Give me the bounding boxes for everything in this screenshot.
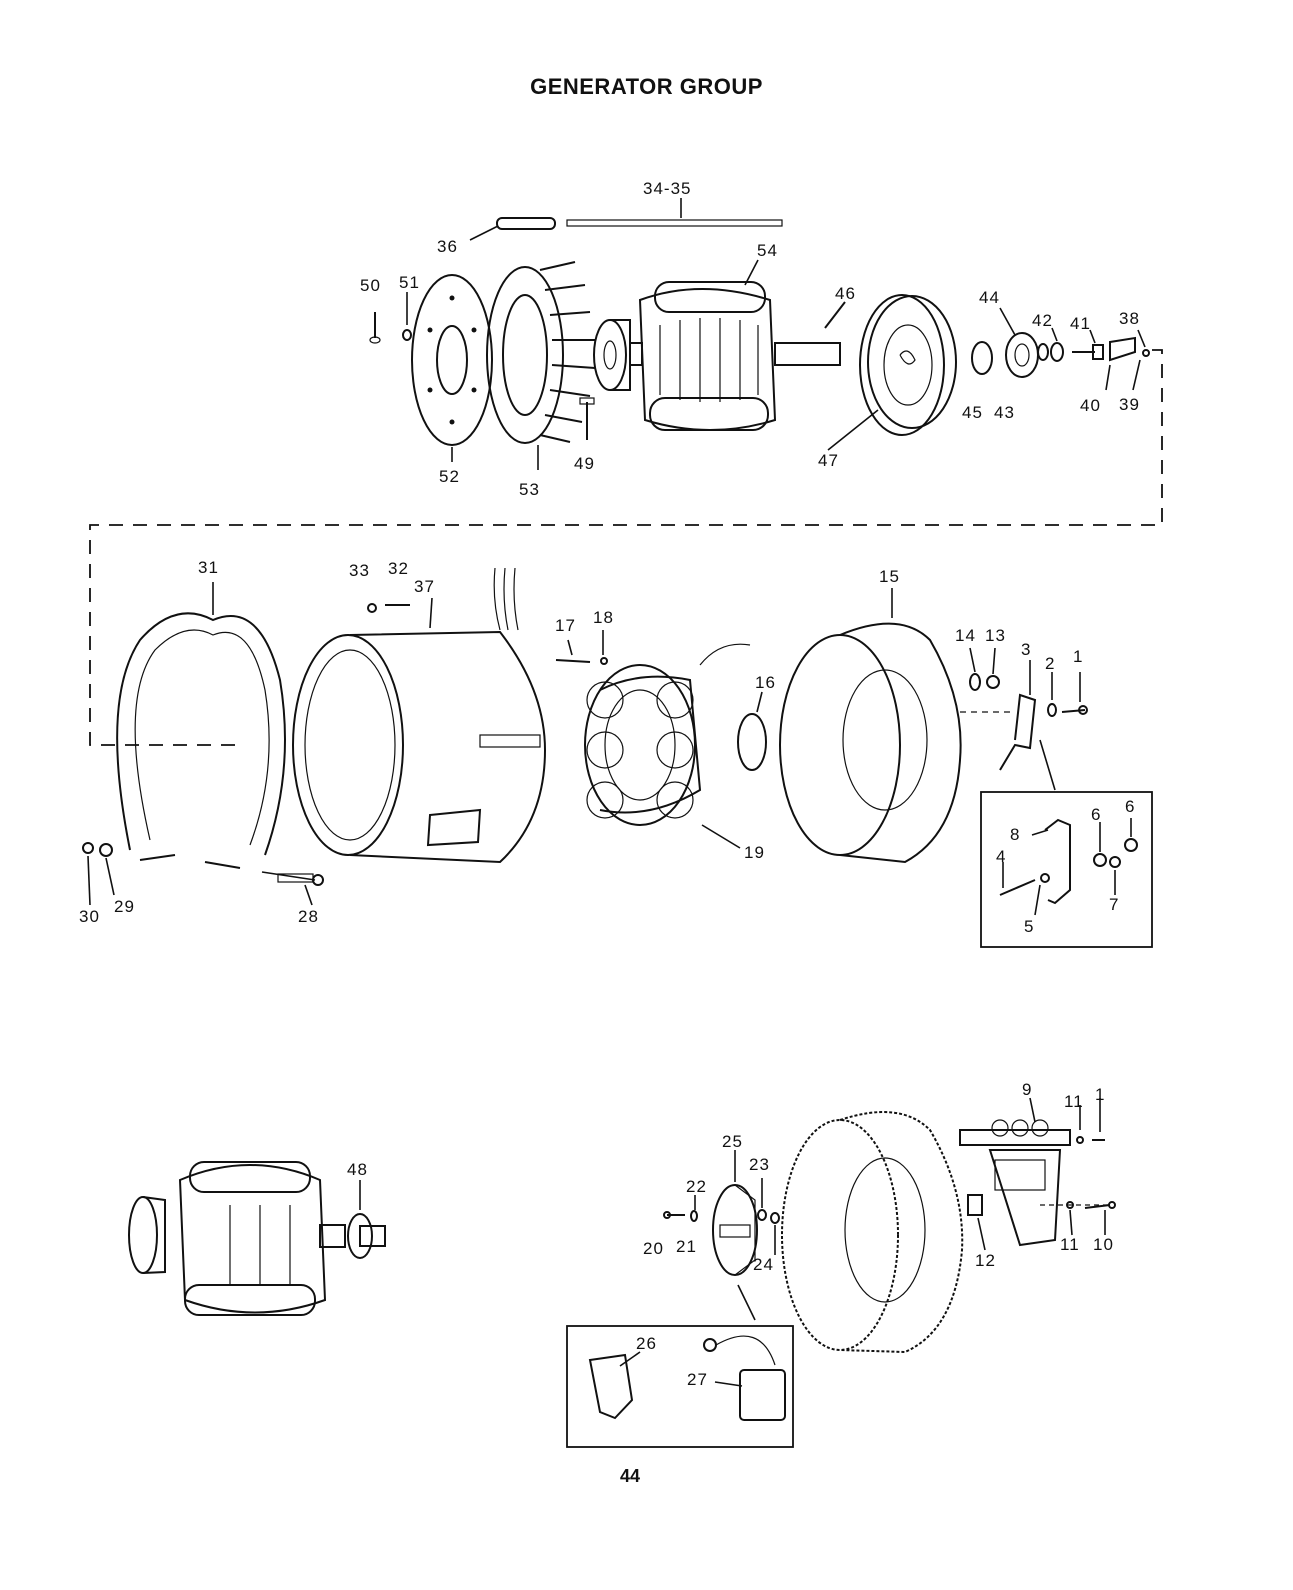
- label-51: 51: [399, 273, 420, 292]
- label-18: 18: [593, 608, 614, 627]
- label-38: 38: [1119, 309, 1140, 328]
- exciter-rotor-part: [828, 295, 956, 450]
- screw-17-18-part: [556, 630, 607, 664]
- label-6b: 6: [1125, 797, 1135, 816]
- nut-washer-part: [83, 843, 114, 905]
- label-45: 45: [962, 403, 983, 422]
- label-8: 8: [1010, 825, 1020, 844]
- screw-49-part: [580, 398, 594, 440]
- label-25: 25: [722, 1132, 743, 1151]
- tie-rod-part: [470, 198, 782, 240]
- key-part: [825, 302, 845, 328]
- label-39: 39: [1119, 395, 1140, 414]
- label-41: 41: [1070, 314, 1091, 333]
- fan-part: [487, 262, 595, 470]
- label-15: 15: [879, 567, 900, 586]
- label-54: 54: [757, 241, 778, 260]
- label-46: 46: [835, 284, 856, 303]
- label-20: 20: [643, 1239, 664, 1258]
- bolt-bracket-part: [1072, 330, 1149, 390]
- label-34-35: 34-35: [643, 179, 691, 198]
- rectifier-board-part: [960, 1098, 1105, 1245]
- label-22: 22: [686, 1177, 707, 1196]
- label-49: 49: [574, 454, 595, 473]
- label-32: 32: [388, 559, 409, 578]
- brush-detail-box: [567, 1326, 793, 1447]
- brush-holder-part: [713, 1150, 757, 1320]
- label-44: 44: [979, 288, 1000, 307]
- label-37: 37: [414, 577, 435, 596]
- label-40: 40: [1080, 396, 1101, 415]
- label-1b: 1: [1095, 1085, 1105, 1104]
- label-31: 31: [198, 558, 219, 577]
- label-1a: 1: [1073, 647, 1083, 666]
- end-bell-bottom-part: [782, 1112, 962, 1352]
- label-23: 23: [749, 1155, 770, 1174]
- label-13: 13: [985, 626, 1006, 645]
- label-29: 29: [114, 897, 135, 916]
- label-11a: 11: [1064, 1092, 1084, 1111]
- hub-part: [594, 320, 630, 390]
- label-27: 27: [687, 1370, 708, 1389]
- screw-28-part: [262, 872, 323, 905]
- label-17: 17: [555, 616, 576, 635]
- label-5: 5: [1024, 917, 1034, 936]
- label-43: 43: [994, 403, 1015, 422]
- label-6a: 6: [1091, 805, 1101, 824]
- exciter-stator-part: [585, 644, 750, 848]
- label-52: 52: [439, 467, 460, 486]
- label-9: 9: [1022, 1080, 1032, 1099]
- label-14: 14: [955, 626, 976, 645]
- label-42: 42: [1032, 311, 1053, 330]
- label-16: 16: [755, 673, 776, 692]
- label-47: 47: [818, 451, 839, 470]
- screw-50-51-part: [370, 292, 411, 343]
- label-36: 36: [437, 237, 458, 256]
- label-3: 3: [1021, 640, 1031, 659]
- stator-housing-part: [293, 568, 545, 862]
- label-48: 48: [347, 1160, 368, 1179]
- label-19: 19: [744, 843, 765, 862]
- label-24: 24: [753, 1255, 774, 1274]
- label-10: 10: [1093, 1235, 1114, 1254]
- label-33: 33: [349, 561, 370, 580]
- label-7: 7: [1109, 895, 1119, 914]
- label-26: 26: [636, 1334, 657, 1353]
- o-ring-part: [738, 692, 766, 770]
- label-53: 53: [519, 480, 540, 499]
- label-12: 12: [975, 1251, 996, 1270]
- label-21: 21: [676, 1237, 697, 1256]
- drive-plate-part: [412, 275, 492, 462]
- label-2: 2: [1045, 654, 1055, 673]
- label-4: 4: [996, 847, 1006, 866]
- rotor-part: [630, 260, 840, 430]
- label-11b: 11: [1060, 1235, 1080, 1254]
- page-number: 44: [610, 1466, 650, 1487]
- label-28: 28: [298, 907, 319, 926]
- washer-nut-14-13-part: [970, 648, 999, 690]
- label-50: 50: [360, 276, 381, 295]
- label-30: 30: [79, 907, 100, 926]
- rotor-assembly-part: [129, 1162, 385, 1315]
- screen-band-part: [117, 582, 285, 868]
- end-bell-part: [780, 588, 961, 862]
